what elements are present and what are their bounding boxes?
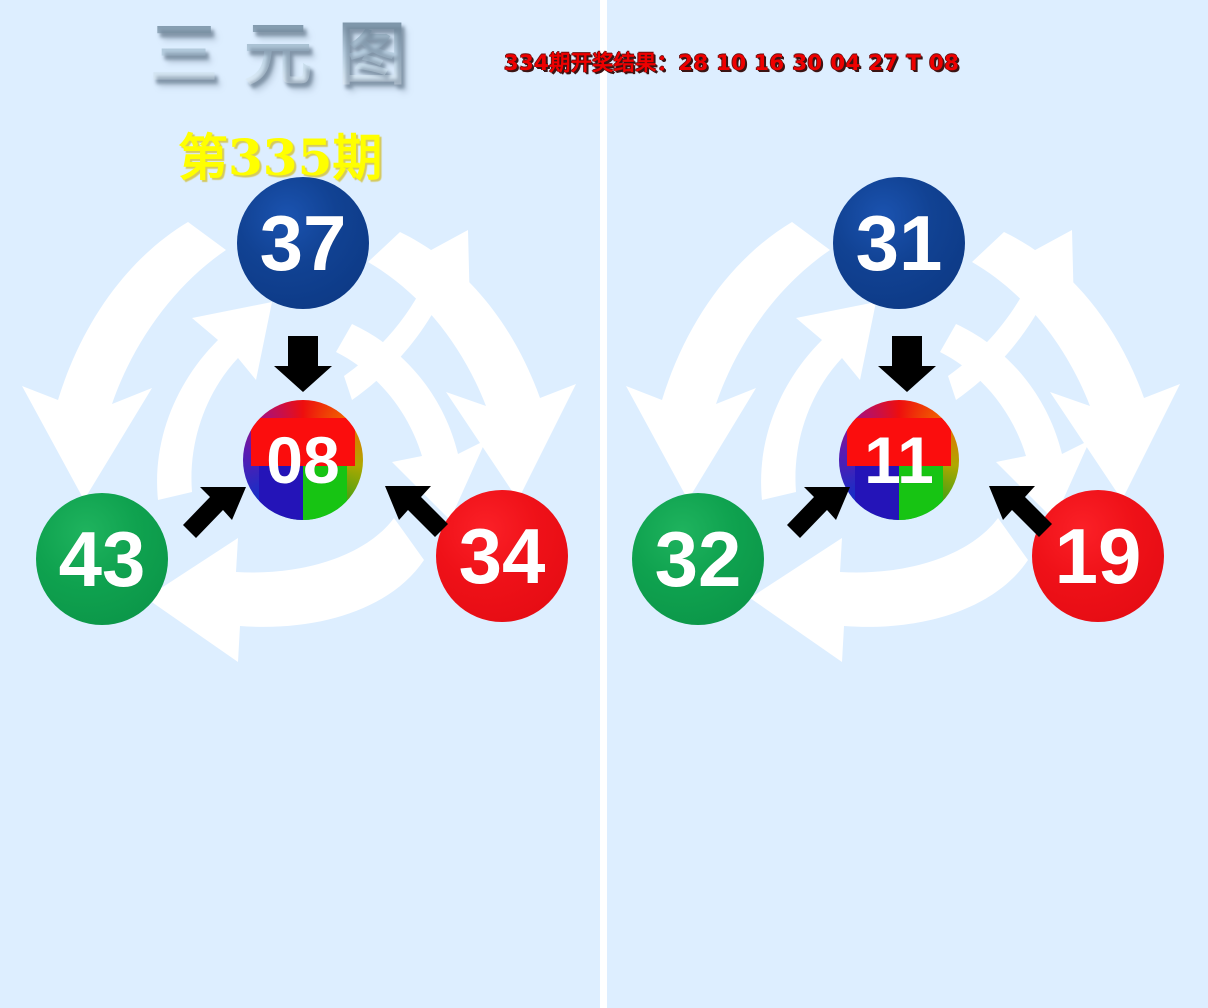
inner-arc-arrow-right	[940, 324, 1090, 520]
bottom-arc-arrow-left	[750, 518, 1028, 662]
outer-arc-arrow-right-top	[368, 232, 576, 500]
outer-arc-arrow-upright	[948, 230, 1074, 400]
ball-top-number: 37	[259, 199, 347, 287]
ball-right-number: 34	[458, 512, 546, 600]
center-green-band	[899, 466, 943, 520]
panel-right: 31 32 19 11	[604, 0, 1208, 1008]
bottom-arc-arrow-left	[146, 518, 424, 662]
panel-divider	[600, 0, 607, 1008]
ball-right[interactable]: 34	[436, 490, 568, 622]
ball-center-number: 08	[266, 423, 340, 497]
outer-arc-arrow-left-top	[22, 222, 226, 500]
ball-center-number: 11	[864, 423, 934, 497]
ball-center[interactable]: 08	[243, 400, 363, 520]
inner-arc-arrow-right	[336, 324, 486, 520]
outer-arc-arrow-right-top	[972, 232, 1180, 500]
panel-left: 37 43 34 08	[22, 177, 576, 662]
ball-left-number: 32	[654, 515, 742, 603]
ball-left[interactable]: 32	[632, 493, 764, 625]
black-arrow-up-right-icon	[787, 487, 850, 538]
ball-left-number: 43	[58, 515, 146, 603]
issue-subtitle: 第335期	[178, 128, 383, 187]
ball-left[interactable]: 43	[36, 493, 168, 625]
black-arrow-up-left-icon	[385, 486, 448, 537]
outer-arc-arrow-left-top	[626, 222, 830, 500]
black-arrow-down-icon	[878, 336, 936, 392]
ball-center[interactable]: 11	[839, 400, 959, 520]
page-title: 三元图	[150, 16, 433, 95]
black-arrow-down-icon	[274, 336, 332, 392]
ball-right[interactable]: 19	[1032, 490, 1164, 622]
ball-top[interactable]: 37	[237, 177, 369, 309]
ball-right-number: 19	[1054, 512, 1142, 600]
ball-top-number: 31	[855, 199, 943, 287]
ball-top[interactable]: 31	[833, 177, 965, 309]
black-arrow-up-right-icon	[183, 487, 246, 538]
draw-result-line: 334期开奖结果：28 10 16 30 04 27 T 08	[504, 51, 960, 75]
